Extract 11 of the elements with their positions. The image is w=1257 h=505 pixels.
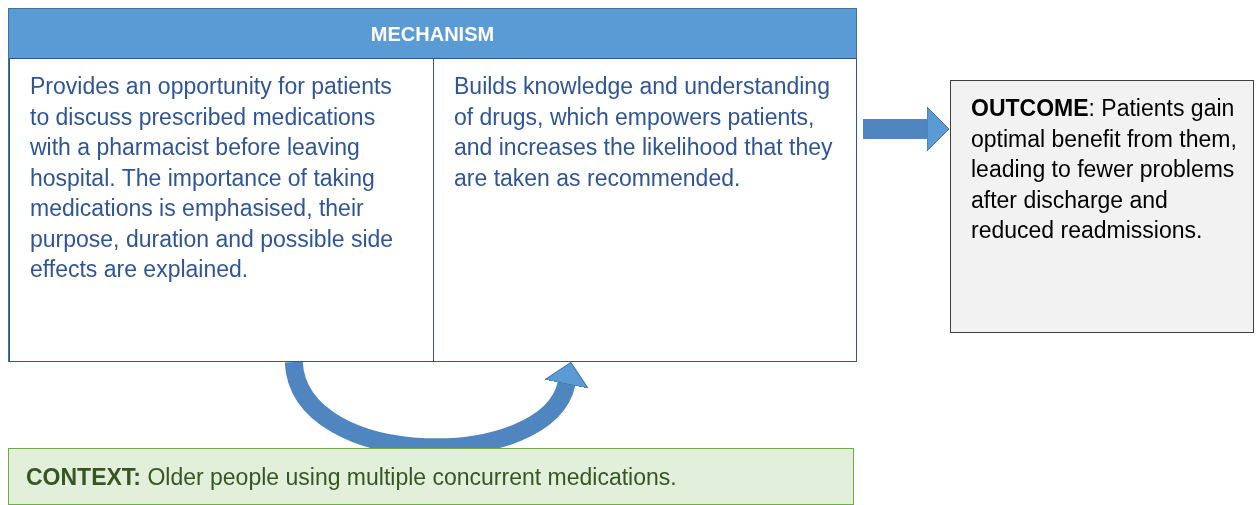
mechanism-panel bbox=[8, 8, 857, 362]
mechanism-box bbox=[433, 58, 857, 362]
outcome-box bbox=[950, 80, 1254, 333]
description-text: Builds knowledge and understanding of drugs, which empowers patients, and increases the likelihood that they are taken as recommended. bbox=[454, 72, 834, 193]
context-text: CONTEXT: Older people using multiple concurrent medications. bbox=[26, 463, 678, 492]
context-box bbox=[8, 448, 854, 505]
block-arrow bbox=[863, 106, 950, 152]
description-text: Provides an opportunity for patients to discuss prescribed medications with a pharmacist before leaving hospital. The importance of taking medications is emphasised, their purpose, duration and possible side effects are explained. bbox=[30, 72, 395, 284]
mechanism-box bbox=[9, 58, 434, 362]
panel-heading: MECHANISM bbox=[369, 22, 496, 47]
outcome-text: OUTCOME: Patients gain optimal benefit from them, leading to fewer problems after discharge and reduced readmissions. bbox=[971, 94, 1238, 245]
